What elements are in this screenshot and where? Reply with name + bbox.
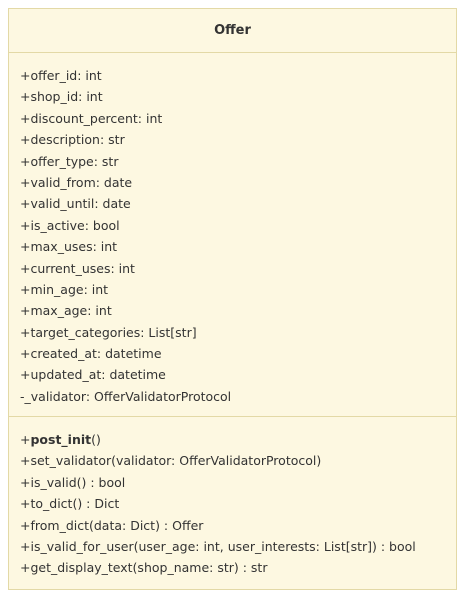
method: +is_valid_for_user(user_age: int, user_i… (20, 538, 416, 554)
attribute: +min_age: int (20, 281, 109, 297)
method-suffix: () (91, 432, 101, 447)
class-name: Offer (214, 23, 251, 38)
attribute: +valid_from: date (20, 174, 133, 190)
method: +from_dict(data: Dict) : Offer (20, 517, 204, 533)
attribute: +created_at: datetime (20, 346, 162, 362)
attribute: +max_uses: int (20, 239, 118, 255)
uml-class-offer: Offer +offer_id: int +shop_id: int +disc… (8, 8, 457, 590)
method: +get_display_text(shop_name: str) : str (20, 560, 268, 576)
attribute: +current_uses: int (20, 260, 135, 276)
attributes-compartment: +offer_id: int +shop_id: int +discount_p… (9, 53, 456, 417)
attribute: +offer_id: int (20, 68, 102, 83)
class-header: Offer (9, 9, 456, 53)
method: +to_dict() : Dict (20, 496, 120, 512)
attribute: +valid_until: date (20, 196, 131, 212)
attribute: +max_age: int (20, 303, 112, 319)
method: +set_validator(validator: OfferValidator… (20, 453, 322, 469)
attribute: +target_categories: List[str] (20, 324, 197, 340)
attribute: +discount_percent: int (20, 110, 163, 126)
attribute: +is_active: bool (20, 217, 120, 233)
attribute: +shop_id: int (20, 89, 103, 105)
attribute: -_validator: OfferValidatorProtocol (20, 388, 232, 404)
attribute: +updated_at: datetime (20, 367, 166, 383)
method-prefix: + (20, 432, 31, 447)
method: +is_valid() : bool (20, 474, 126, 490)
method-post-init: +post_init() (20, 429, 456, 450)
method-name-bold: post_init (30, 432, 92, 447)
methods-compartment: +post_init() +set_validator(validator: O… (9, 417, 456, 579)
attribute: +description: str (20, 132, 125, 148)
attribute: +offer_type: str (20, 153, 119, 169)
